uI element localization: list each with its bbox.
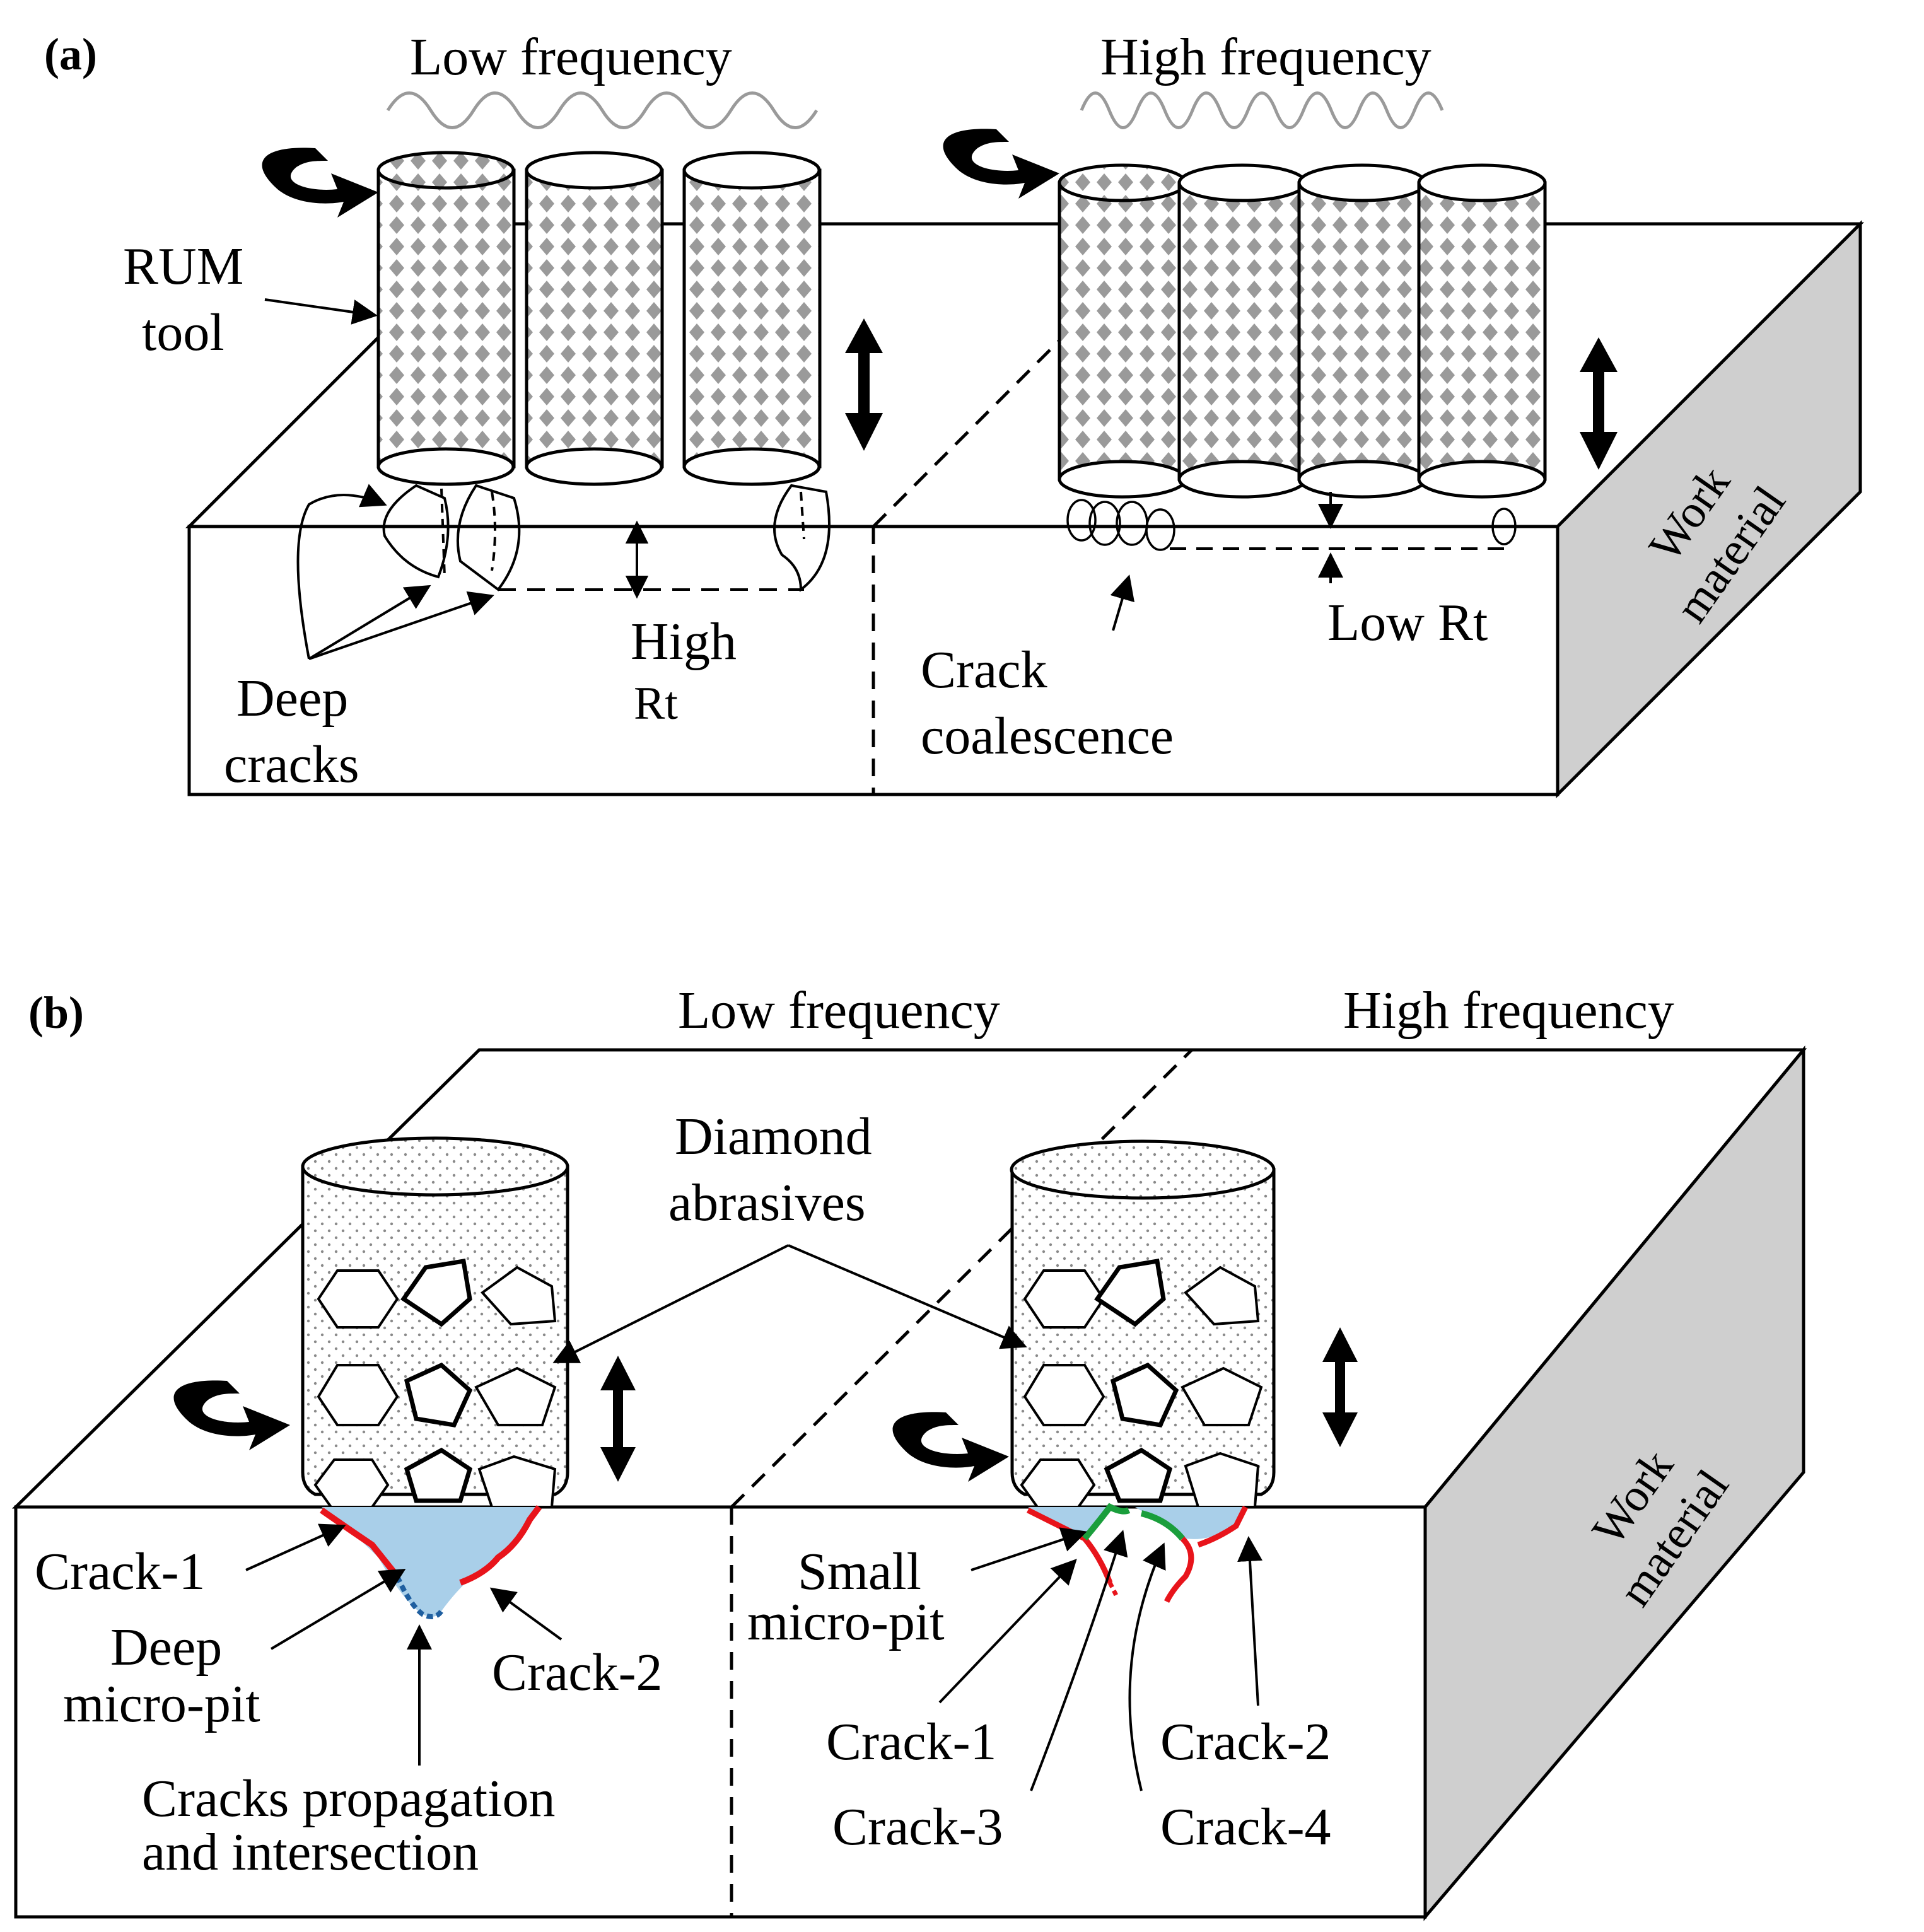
high-rt-label-line1: High [631,612,737,671]
deep-crack-shapes [382,484,831,593]
high-frequency-wave [1080,91,1444,129]
rum-tool-high-frequency [1058,163,1547,499]
panel-b: (b) Low frequency High frequency [11,981,1807,1921]
crack4-right-label: Crack-4 [1160,1798,1331,1856]
low-frequency-label-a: Low frequency [410,28,732,86]
propagation-label-line1: Cracks propagation [142,1769,555,1828]
rotation-arrow-icon [892,1412,1009,1482]
diamond-abrasives-label-line2: abrasives [668,1173,866,1232]
deep-micropit-label-line2: micro-pit [63,1675,260,1733]
deep-cracks-label-line1: Deep [236,669,348,728]
rum-tool-label-line2: tool [142,303,224,362]
rum-tool-label-line1: RUM [123,237,243,296]
diamond-abrasives-pointers [552,1244,1027,1363]
deep-cracks-label-line2: cracks [224,735,359,794]
high-frequency-label-b: High frequency [1343,981,1674,1040]
high-rt-label-line2: Rt [634,678,678,730]
deep-cracks-pointers [296,484,494,660]
crack1-right-label: Crack-1 [826,1713,997,1771]
small-crack-shapes [1066,499,1517,551]
high-frequency-label-a: High frequency [1100,28,1431,86]
small-micropit-label-line2: micro-pit [747,1593,945,1651]
vibration-arrow-icon [1322,1327,1358,1447]
crack1-left-label: Crack-1 [35,1542,206,1601]
abrasive-tool-high-frequency [1010,1139,1276,1508]
crack2-left-label: Crack-2 [492,1643,663,1702]
vibration-arrow-icon [845,318,883,451]
rotation-arrow-icon [943,129,1059,199]
crack2-right-label: Crack-2 [1160,1713,1331,1771]
panel-a-label: (a) [44,29,97,79]
rotation-arrow-icon [173,1380,290,1450]
propagation-label-line2: and intersection [142,1823,479,1882]
deep-micropit-label-line1: Deep [110,1618,222,1677]
low-frequency-wave [386,91,819,129]
small-micropit-high-frequency [1026,1503,1249,1603]
crack-coalescence-label-line2: coalescence [921,707,1174,765]
low-frequency-label-b: Low frequency [678,981,1000,1040]
high-rt-arrow-icon [625,520,649,599]
abrasive-tool-low-frequency [301,1136,569,1508]
rotation-arrow-icon [262,148,378,218]
low-rt-label: Low Rt [1327,593,1488,652]
panel-a: (a) Low frequency High frequency [44,28,1865,799]
vibration-arrow-icon [1580,337,1618,470]
panel-b-label: (b) [28,987,84,1038]
crack3-right-label: Crack-3 [832,1798,1003,1856]
vibration-arrow-icon [600,1356,636,1482]
diamond-abrasives-label-line1: Diamond [675,1107,872,1166]
small-micropit-label-line1: Small [798,1542,921,1601]
crack-coalescence-label-line1: Crack [921,641,1047,699]
rum-tool-low-frequency [376,151,822,486]
